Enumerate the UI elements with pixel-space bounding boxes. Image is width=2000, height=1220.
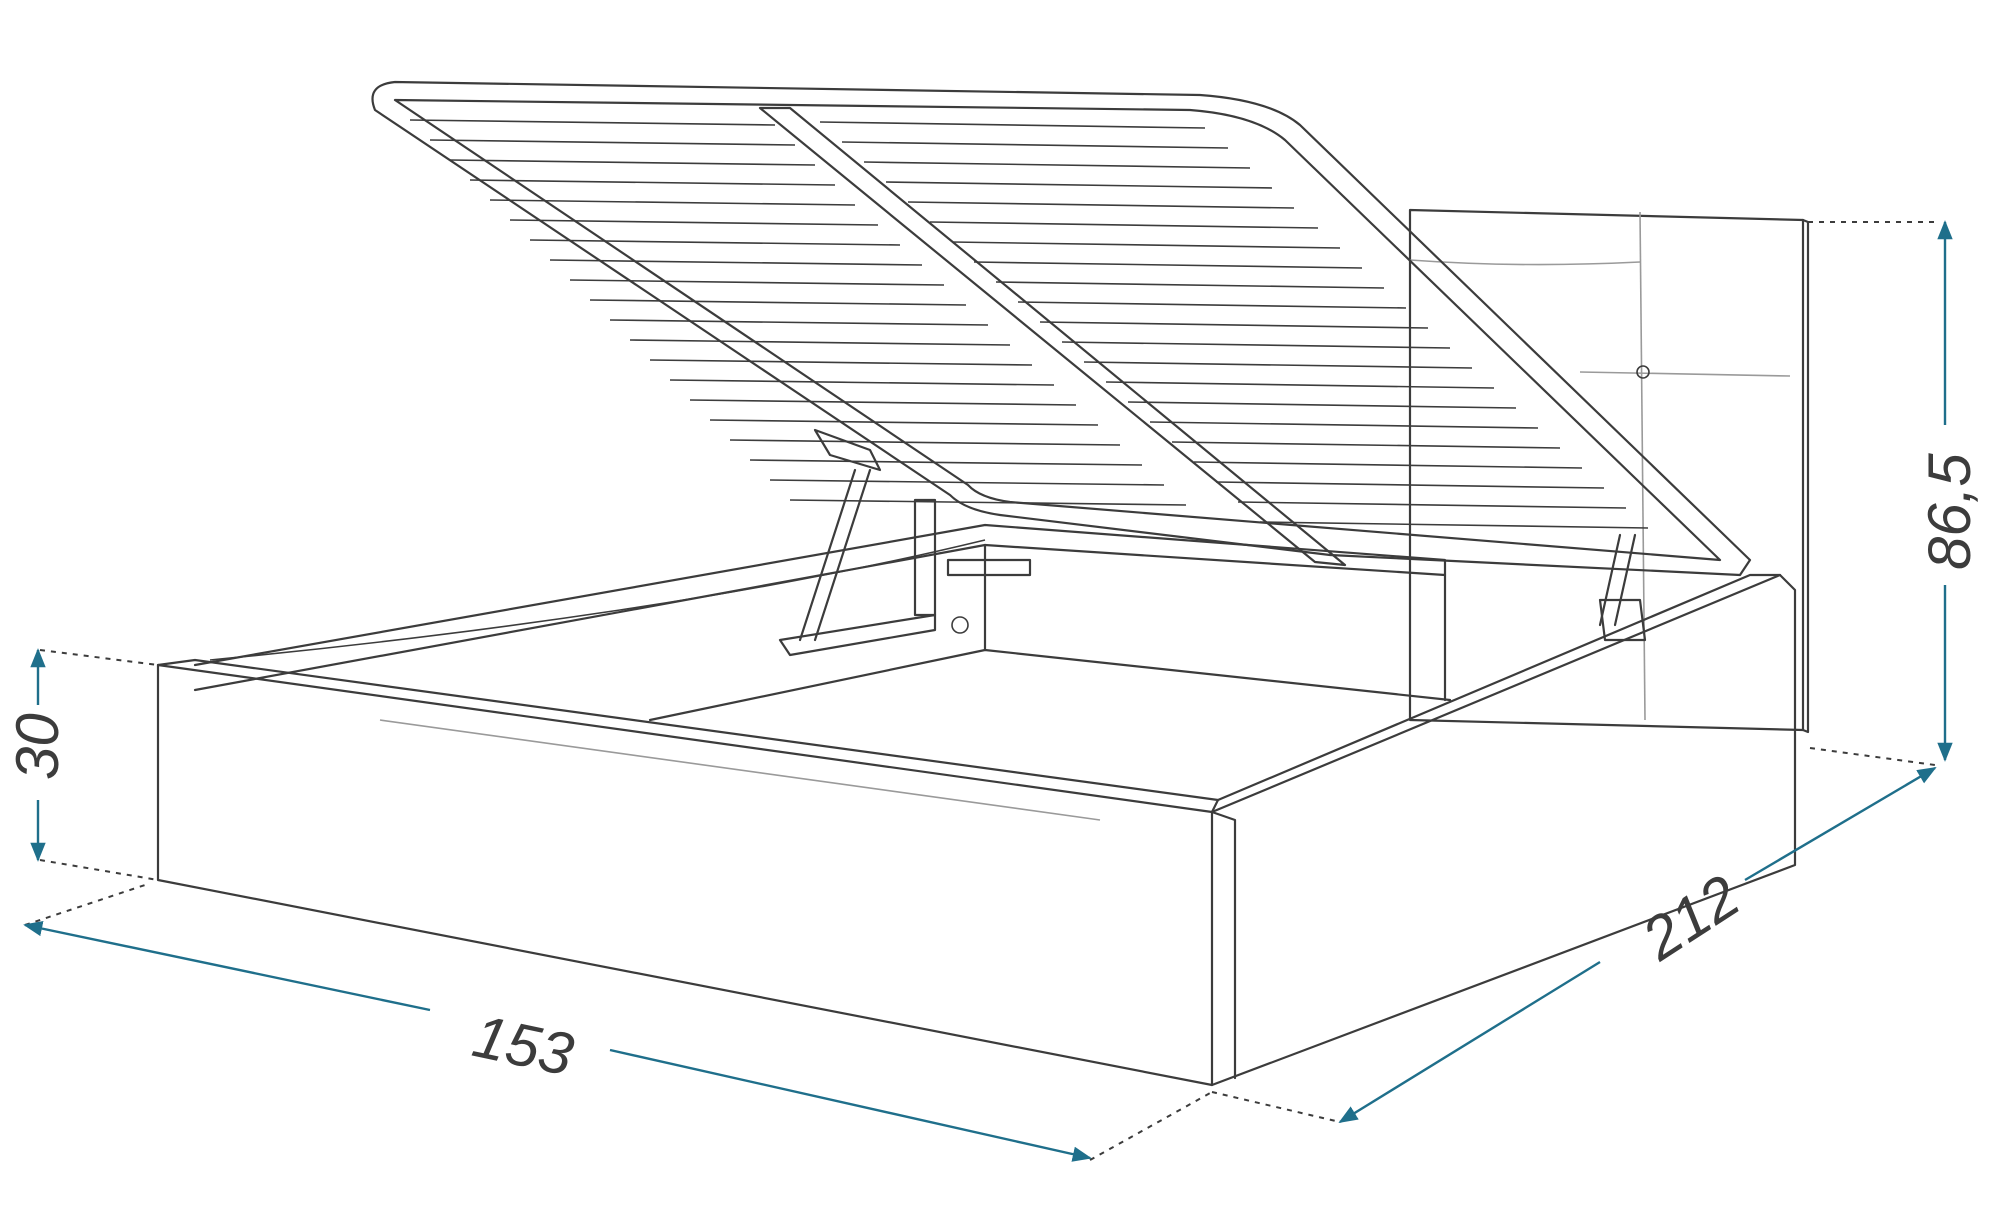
slatted-frame [371, 80, 1752, 577]
height-headboard-label: 86,5 [1916, 453, 1983, 570]
width-label: 153 [467, 1002, 579, 1088]
dimension-height-frame: 30 [4, 648, 159, 881]
lift-mechanism-left [778, 428, 1032, 657]
headboard [1408, 208, 1810, 734]
slats-right [819, 121, 1649, 529]
lift-mechanism-right [1598, 533, 1647, 642]
height-frame-label: 30 [4, 713, 71, 780]
length-label: 212 [1630, 862, 1751, 973]
dimension-height-headboard: 86,5 [1808, 220, 1983, 762]
slats-left [409, 119, 1187, 506]
dimension-width: 153 [23, 884, 1213, 1162]
bed-base [156, 523, 1797, 1087]
headboard-button [1636, 365, 1650, 379]
dimension-length: 212 [1211, 747, 1937, 1124]
